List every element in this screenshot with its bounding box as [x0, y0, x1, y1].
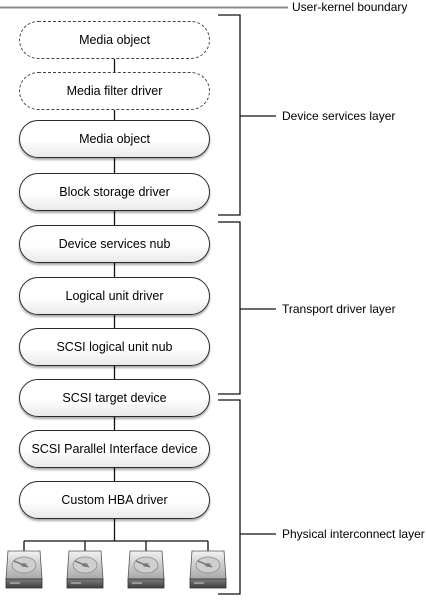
media-filter-driver-node: Media filter driver: [19, 72, 210, 110]
scsi-parallel-interface-device-node: SCSI Parallel Interface device: [19, 430, 210, 468]
disk-bus: [23, 540, 209, 551]
device-services-nub-node: Device services nub: [19, 225, 210, 263]
media-object-node: Media object: [19, 120, 210, 158]
hard-drive-icon: [66, 550, 104, 589]
device-services-layer-label: Device services layer: [282, 109, 396, 123]
scsi-target-device-node: SCSI target device: [19, 379, 210, 417]
transport-driver-bracket: [218, 221, 241, 395]
user-kernel-boundary-label: User-kernel boundary: [292, 0, 408, 14]
scsi-logical-unit-nub-node: SCSI logical unit nub: [19, 328, 210, 366]
transport-driver-layer-label: Transport driver layer: [282, 302, 396, 316]
custom-hba-driver-node: Custom HBA driver: [19, 481, 210, 519]
logical-unit-driver-node: Logical unit driver: [19, 277, 210, 315]
physical-interconnect-bracket: [218, 399, 241, 595]
hard-drive-icon: [127, 550, 165, 589]
hard-drive-icon: [5, 550, 43, 589]
media-object-node: Media object: [19, 21, 210, 59]
device-services-bracket: [218, 14, 241, 216]
block-storage-driver-node: Block storage driver: [19, 173, 210, 211]
physical-interconnect-layer-label: Physical interconnect layer: [282, 527, 425, 541]
hard-drive-icon: [189, 550, 227, 589]
